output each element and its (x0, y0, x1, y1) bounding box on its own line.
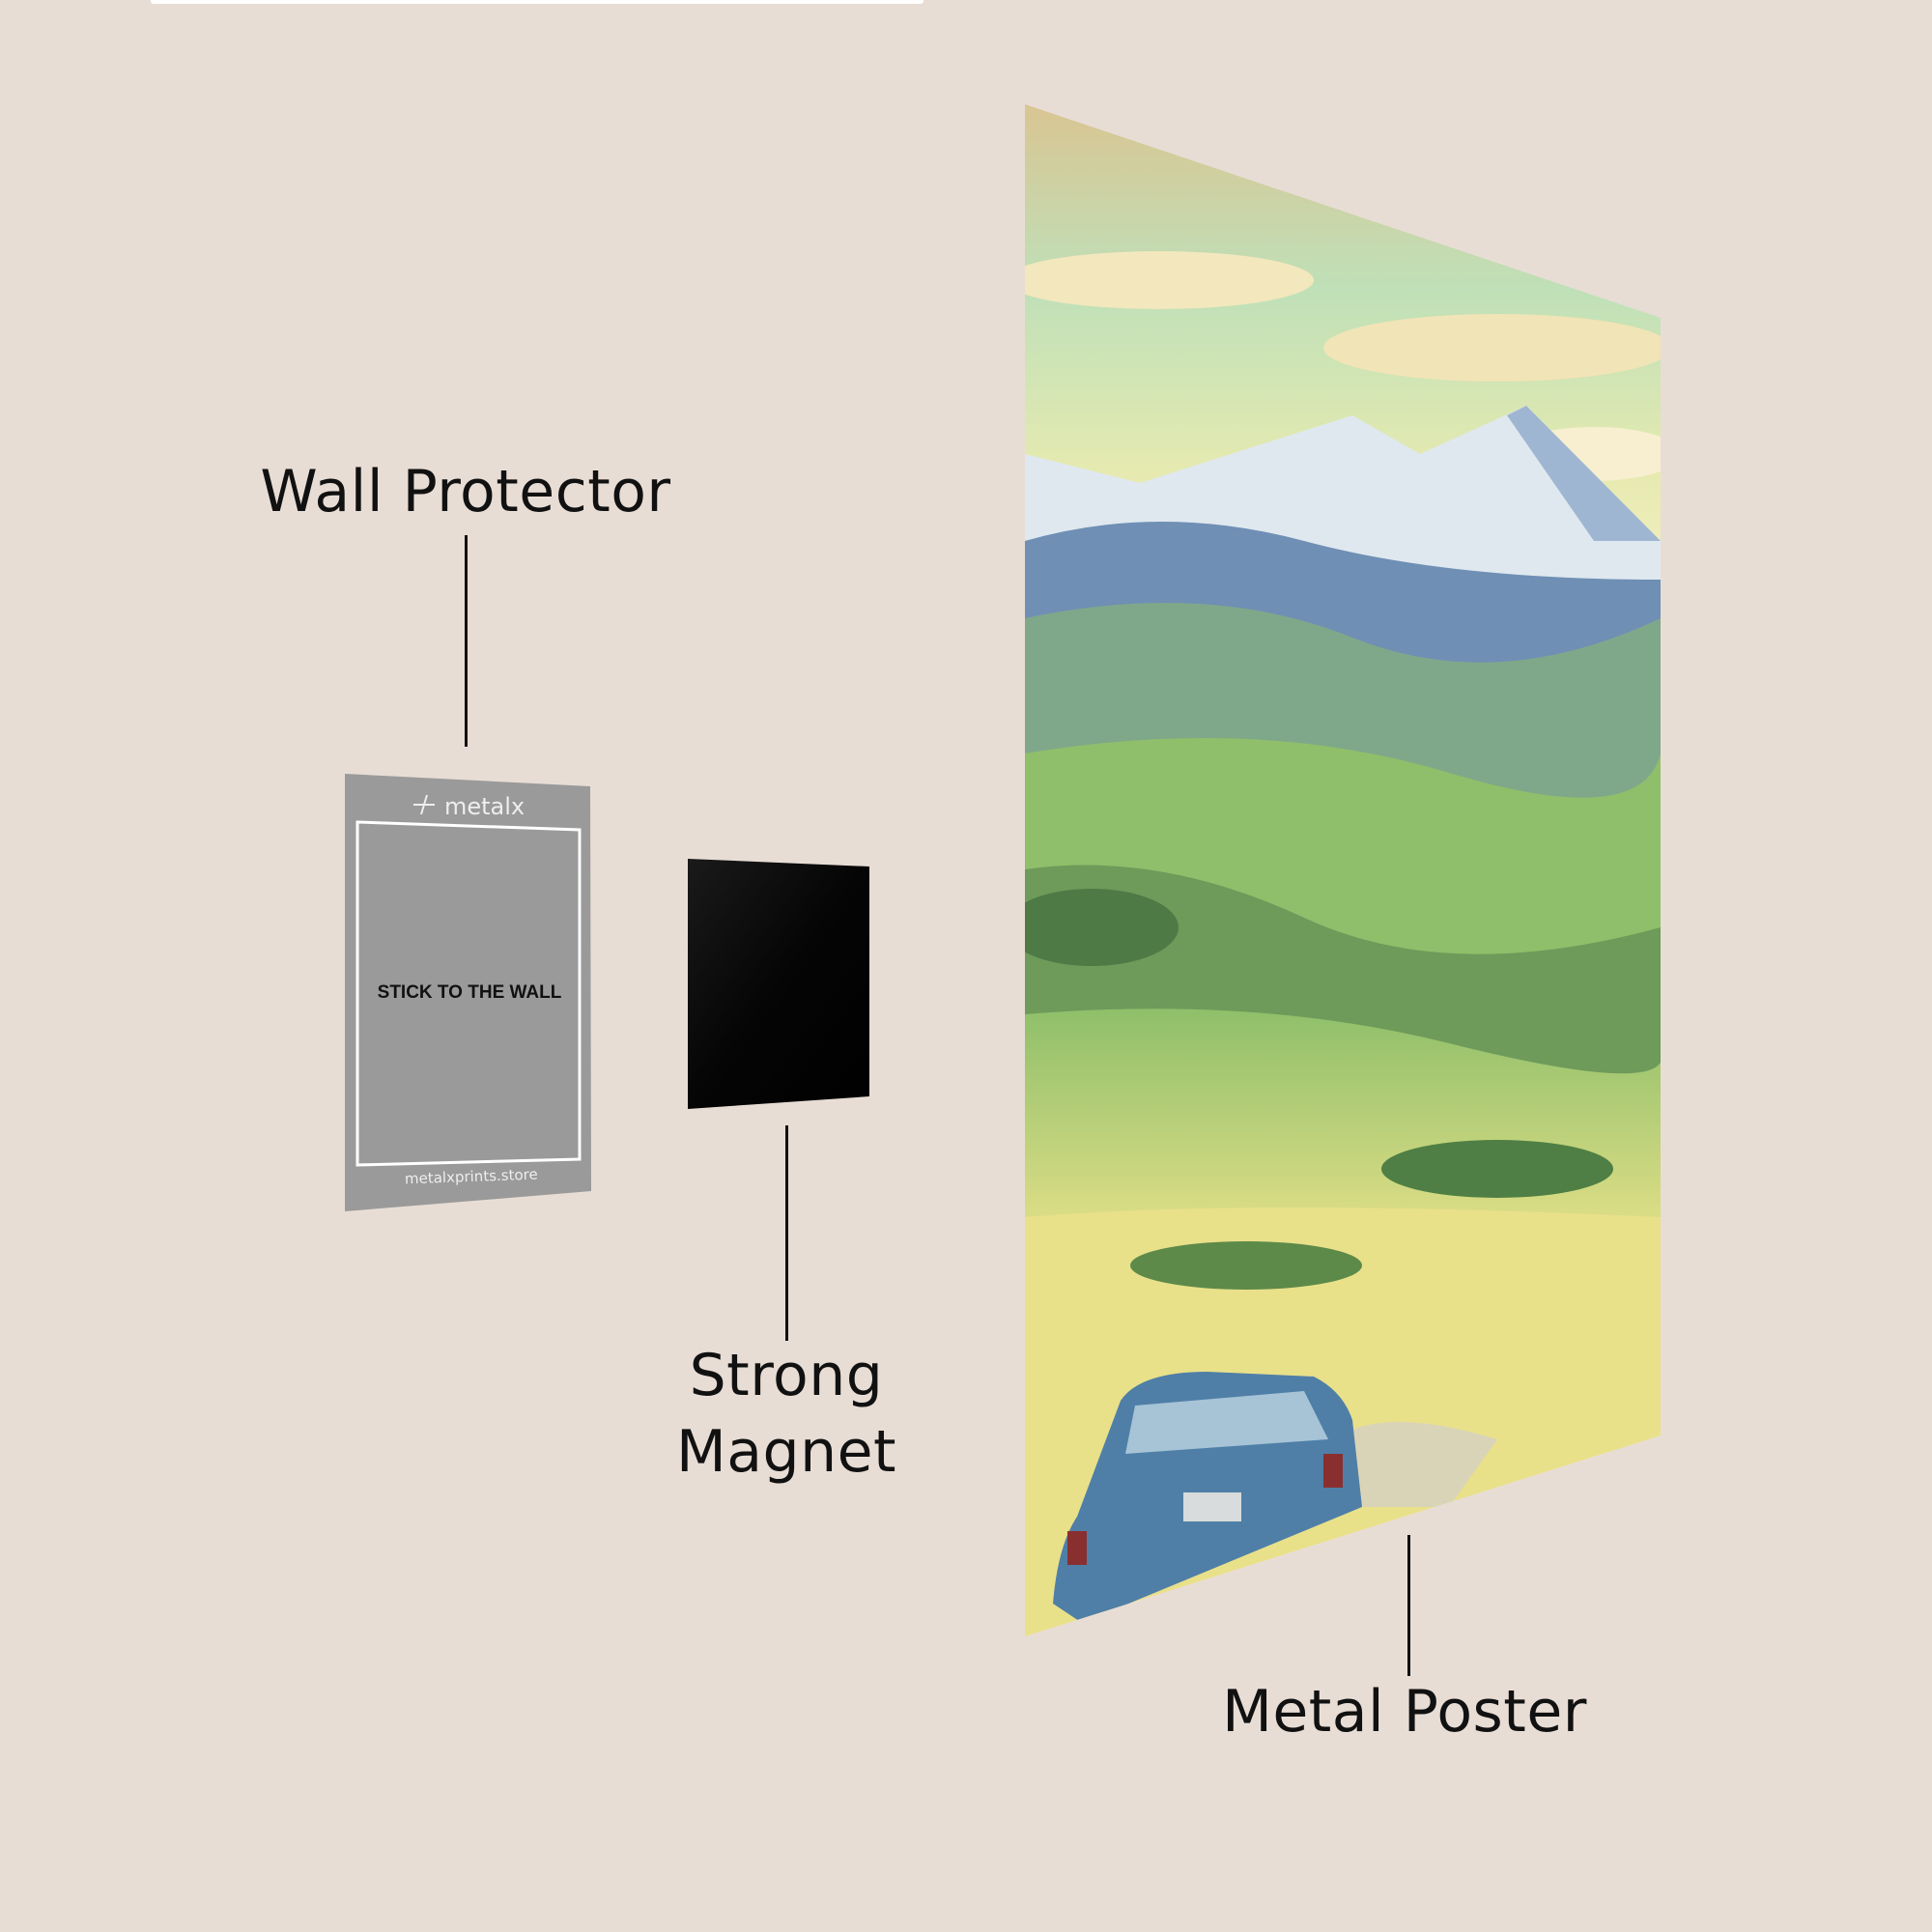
poster-pointer-line (1407, 1535, 1410, 1676)
wall-protector: metalx STICK TO THE WALL metalxprints.st… (345, 774, 591, 1211)
website-text: metalxprints.store (405, 1166, 538, 1188)
wall-protector-label: Wall Protector (260, 458, 671, 526)
car-icon (1053, 1372, 1362, 1623)
strong-magnet-label-line2: Magnet (675, 1418, 897, 1486)
metal-poster (1025, 104, 1661, 1636)
brand-logo-text: metalx (444, 793, 525, 820)
strong-magnet (688, 859, 869, 1109)
top-divider (151, 0, 923, 4)
metalx-logo-icon (413, 794, 435, 815)
strong-magnet-label-line1: Strong (689, 1342, 884, 1409)
stick-instruction: STICK TO THE WALL (378, 982, 562, 1003)
magnet-pointer-line (785, 1125, 788, 1341)
metal-poster-label: Metal Poster (1222, 1678, 1587, 1746)
wall-protector-pointer-line (465, 535, 468, 747)
